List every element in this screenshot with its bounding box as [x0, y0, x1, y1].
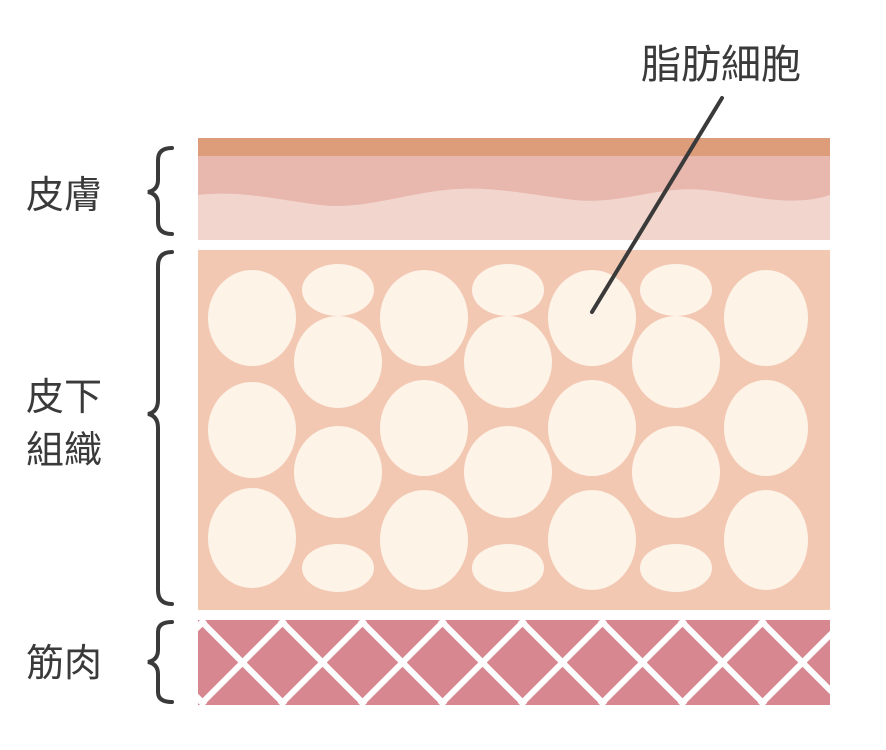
muscle-fiber-line [757, 630, 830, 705]
fat-cell-label: 脂肪細胞 [641, 42, 801, 88]
muscle-fiber-line [198, 620, 288, 705]
subcutaneous-layer [198, 250, 830, 610]
fat-cell [548, 380, 636, 476]
fat-cell [724, 380, 808, 476]
fat-cell [294, 426, 382, 518]
muscle-layer [198, 620, 886, 705]
fat-cell [548, 270, 636, 366]
skin-top-band [198, 138, 830, 156]
muscle-crosshatch [198, 620, 886, 705]
fat-cell [724, 270, 808, 366]
muscle-fiber-line [517, 620, 608, 705]
fat-cell [640, 264, 712, 316]
fat-cell [632, 426, 720, 518]
muscle-fiber-line [840, 620, 886, 705]
fat-cell [380, 270, 468, 366]
fat-cell [472, 544, 544, 592]
muscle-fiber-line [357, 620, 448, 705]
fat-cell [464, 316, 552, 408]
fat-cell [380, 490, 468, 590]
fat-cells [208, 264, 808, 592]
fat-cell [640, 544, 712, 592]
muscle-fiber-line [277, 620, 368, 705]
skin-label: 皮膚 [26, 173, 102, 217]
fat-cell [294, 316, 382, 408]
subcutaneous-label-line1: 皮下 [26, 375, 102, 419]
fat-cell [208, 382, 296, 478]
fat-cell [472, 264, 544, 316]
fat-cell [632, 316, 720, 408]
muscle-fiber-line [198, 693, 208, 705]
skin-layer [198, 138, 830, 240]
fat-cell [208, 270, 296, 366]
muscle-fiber-line [597, 620, 688, 705]
fat-cell-pointer-line [590, 96, 724, 314]
muscle-fiber-line [840, 620, 886, 705]
skin-wavy-band [198, 150, 830, 207]
subcutaneous-label-line2: 組織 [26, 428, 102, 472]
muscle-fiber-line [198, 620, 208, 632]
fat-cell [302, 264, 374, 316]
fat-cell [208, 488, 296, 588]
muscle-label: 筋肉 [26, 641, 102, 685]
muscle-fiber-line [677, 620, 768, 705]
fat-cell [548, 490, 636, 590]
muscle-bracket [147, 620, 174, 704]
fat-cell [724, 490, 808, 590]
subcutaneous-bracket [147, 250, 174, 606]
fat-cell [380, 380, 468, 476]
skin-bracket [147, 146, 174, 236]
fat-cell [464, 426, 552, 518]
fat-cell [302, 544, 374, 592]
brackets [147, 146, 174, 704]
muscle-fiber-line [437, 620, 528, 705]
